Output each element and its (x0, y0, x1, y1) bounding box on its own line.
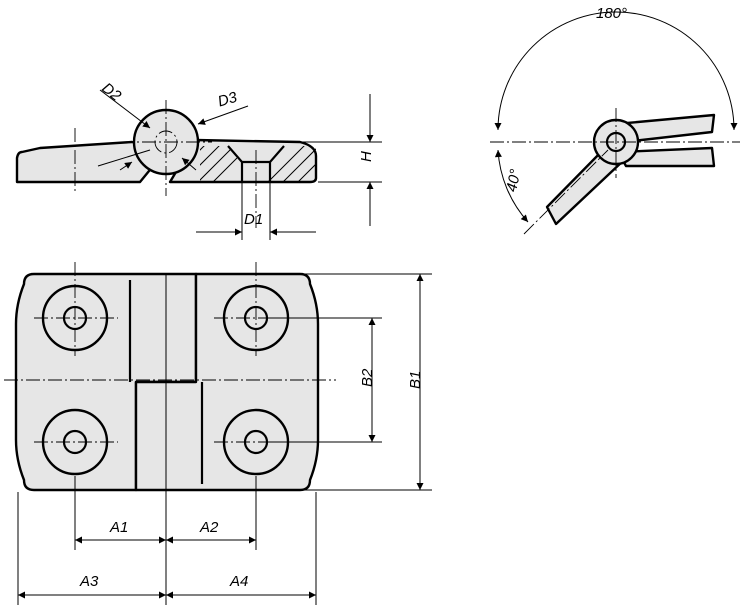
label-a3: A3 (79, 573, 99, 590)
label-h: H (358, 151, 375, 162)
label-180: 180° (596, 5, 627, 22)
label-a2: A2 (199, 519, 219, 536)
label-a4: A4 (229, 573, 248, 590)
section-hatching (200, 146, 316, 182)
plan-view: A1 A2 A3 A4 B2 B1 (4, 262, 432, 605)
label-d1: D1 (244, 211, 263, 228)
label-b2: B2 (359, 368, 376, 387)
angle-view: 180° 40° (490, 5, 740, 235)
side-view: D2 D3 H D1 (15, 80, 382, 240)
label-d2: D2 (99, 80, 125, 106)
label-b1: B1 (407, 371, 424, 389)
label-40: 40° (503, 168, 524, 194)
label-d3: D3 (216, 89, 240, 111)
label-a1: A1 (109, 519, 128, 536)
